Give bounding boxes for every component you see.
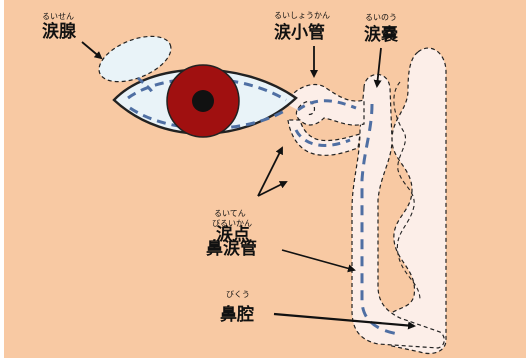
- lacrimal-gland-label: 涙腺: [42, 21, 77, 42]
- background-panel: [4, 0, 526, 358]
- label-canaliculus: るいしょうかん 涙小管: [274, 11, 330, 43]
- punctum-ruby: るいてん: [214, 209, 246, 218]
- label-lacrimal-sac: るいのう 涙嚢: [364, 13, 399, 45]
- frame-left: [0, 0, 4, 358]
- punctum-label: 涙点: [216, 224, 250, 245]
- nasal-cavity-label: 鼻腔: [220, 304, 254, 325]
- label-lacrimal-gland: るいせん 涙腺: [42, 12, 77, 42]
- lacrimal-sac-label: 涙嚢: [364, 24, 399, 45]
- label-nasal-cavity: びくう 鼻腔: [220, 290, 254, 325]
- frame-right: [526, 0, 532, 358]
- lacrimal-gland-ruby: るいせん: [42, 12, 74, 21]
- label-punctum: るいてん 涙点: [214, 209, 250, 245]
- canaliculus-ruby: るいしょうかん: [274, 11, 330, 20]
- lacrimal-sac-ruby: るいのう: [365, 13, 397, 22]
- nasal-cavity-ruby: びくう: [226, 290, 250, 299]
- canaliculus-label: 涙小管: [274, 22, 325, 43]
- pupil: [192, 90, 214, 112]
